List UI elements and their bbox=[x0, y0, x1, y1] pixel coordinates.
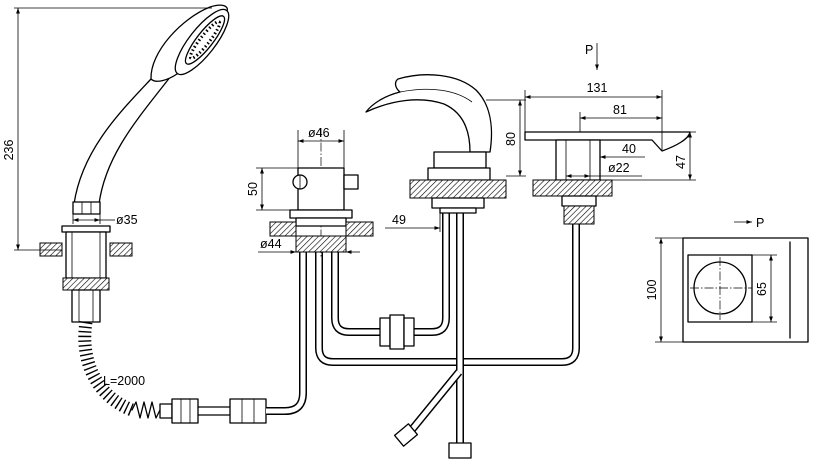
spout-length-label: 131 bbox=[587, 81, 608, 95]
shower-height-label: 236 bbox=[2, 140, 16, 161]
hose-connector-nut bbox=[229, 398, 267, 424]
spout-height-label: 47 bbox=[674, 155, 688, 169]
dimension-shower-diameter: ø35 bbox=[72, 213, 138, 227]
shower-hose-nut bbox=[72, 201, 101, 215]
mixer-lever bbox=[365, 74, 493, 153]
diverter bbox=[269, 128, 374, 258]
section-inner-label: 65 bbox=[755, 282, 769, 296]
mixer-height-label: 80 bbox=[504, 132, 518, 146]
mixer-offset-label: 49 bbox=[392, 213, 406, 227]
hand-shower bbox=[39, 4, 230, 323]
section-view: P bbox=[682, 216, 809, 343]
dimension-spout-diameter: ø22 bbox=[566, 161, 642, 178]
section-height-label: 100 bbox=[645, 280, 659, 301]
shower-handle bbox=[73, 71, 175, 205]
shower-diameter-label: ø35 bbox=[116, 213, 138, 227]
supply-hose-nut-left bbox=[393, 423, 419, 447]
spout-diameter-label: ø22 bbox=[608, 161, 630, 175]
spout bbox=[524, 131, 691, 225]
dimension-spout-depth: 40 bbox=[600, 142, 645, 159]
spout-nut bbox=[563, 205, 595, 225]
spout-blade bbox=[524, 131, 691, 152]
dimension-mixer-offset: 49 bbox=[385, 213, 441, 232]
tube-coupling bbox=[379, 314, 415, 350]
dimension-section-inner: 65 bbox=[752, 254, 777, 323]
shower-hose: L=2000 bbox=[78, 320, 267, 424]
mixer bbox=[365, 74, 507, 214]
dimension-mixer-height: 80 bbox=[486, 99, 526, 177]
spout-view-arrow: P bbox=[585, 43, 599, 70]
section-inner-square bbox=[687, 254, 753, 323]
dimension-diverter-base: ø44 bbox=[258, 237, 360, 254]
diverter-top-label: ø46 bbox=[308, 126, 330, 140]
connecting-tubes bbox=[266, 212, 580, 459]
section-view-label: P bbox=[756, 216, 764, 230]
shower-head bbox=[150, 4, 230, 82]
supply-hose-nut-right bbox=[448, 442, 472, 459]
diverter-lever bbox=[343, 174, 359, 190]
shower-holder bbox=[39, 225, 133, 323]
dimension-diverter-height: 50 bbox=[246, 167, 298, 211]
dimension-section-height: 100 bbox=[645, 237, 683, 343]
spout-body-label: 81 bbox=[613, 103, 627, 117]
section-outer-plate bbox=[682, 237, 809, 343]
hose-length-label: L=2000 bbox=[103, 374, 145, 388]
spray-nozzles bbox=[188, 20, 222, 60]
dimension-shower-height: 236 bbox=[2, 7, 212, 251]
dimension-spout-height: 47 bbox=[612, 131, 696, 181]
hose-spring bbox=[131, 401, 161, 419]
dimension-spout-body: 81 bbox=[579, 103, 662, 132]
spout-depth-label: 40 bbox=[622, 142, 636, 156]
dimension-spout-length: 131 bbox=[524, 81, 663, 150]
hose-nut bbox=[171, 398, 199, 424]
diverter-height-label: 50 bbox=[246, 182, 260, 196]
spout-view-label: P bbox=[585, 43, 593, 57]
diverter-nut bbox=[295, 235, 347, 253]
diverter-base-label: ø44 bbox=[260, 237, 282, 251]
dimension-diverter-top: ø46 bbox=[297, 126, 345, 168]
